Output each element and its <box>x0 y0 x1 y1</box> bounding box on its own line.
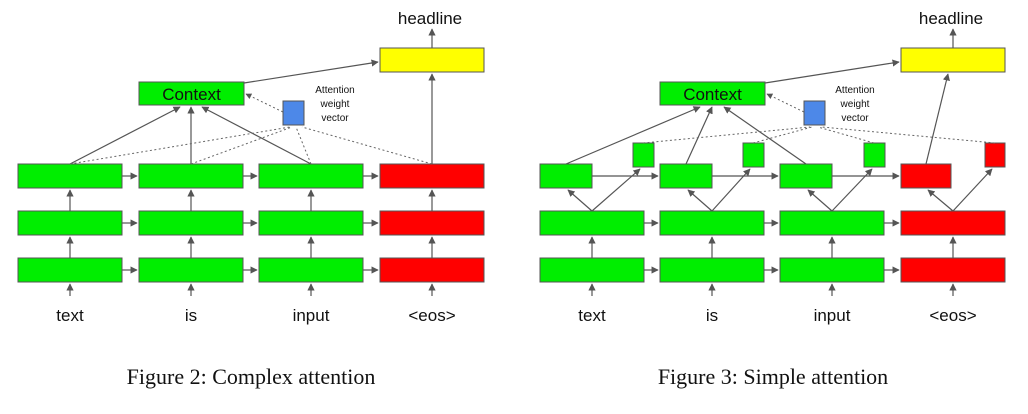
encoder-cell-l1-input <box>258 257 364 283</box>
input-token-is: is <box>706 306 718 325</box>
encoder-cell-l3-input <box>258 163 364 189</box>
attention-label-line2: weight <box>840 99 870 110</box>
decoder-cell-l1-eos <box>379 257 485 283</box>
encoder-cell-l3b-input <box>863 142 886 168</box>
headline-label: headline <box>919 9 983 28</box>
encoder-cell-l1-text <box>539 257 645 283</box>
decoder-cell-l2-eos <box>379 210 485 236</box>
context-box <box>659 81 766 106</box>
attention-label-line3: vector <box>841 113 869 124</box>
attention-label-line1: Attention <box>835 85 874 96</box>
headline-box <box>900 47 1006 73</box>
encoder-cell-l2-is <box>138 210 244 236</box>
encoder-cell-l2-text <box>539 210 645 236</box>
context-label: Context <box>683 85 742 104</box>
encoder-cell-l1-text <box>17 257 123 283</box>
input-token-input: input <box>814 306 851 325</box>
input-token-text: text <box>578 306 606 325</box>
encoder-cell-l1-is <box>659 257 765 283</box>
attention-label-line2: weight <box>320 99 350 110</box>
input-token-eos: <eos> <box>929 306 976 325</box>
input-token-text: text <box>56 306 84 325</box>
input-token-eos: <eos> <box>408 306 455 325</box>
encoder-cell-l3b-is <box>742 142 765 168</box>
encoder-cell-l3-is <box>138 163 244 189</box>
decoder-cell-l2-eos <box>900 210 1006 236</box>
encoder-cell-l3-text <box>17 163 123 189</box>
attention-weight-vector <box>282 100 305 126</box>
attention-weight-vector <box>803 100 826 126</box>
encoder-cell-l3a-text <box>539 163 593 189</box>
encoder-cell-l1-is <box>138 257 244 283</box>
context-box <box>138 81 245 106</box>
input-token-is: is <box>185 306 197 325</box>
encoder-cell-l3b-text <box>632 142 655 168</box>
headline-box <box>379 47 485 73</box>
encoder-cell-l1-input <box>779 257 885 283</box>
figure-3-caption: Figure 3: Simple attention <box>658 364 888 389</box>
attention-label-line3: vector <box>321 113 349 124</box>
encoder-cell-l2-is <box>659 210 765 236</box>
headline-label: headline <box>398 9 462 28</box>
decoder-cell-l3a-eos <box>900 163 952 189</box>
figure-simple-attention: Context Attention weight vector headline… <box>539 9 1006 389</box>
attention-label-line1: Attention <box>315 85 354 96</box>
encoder-cell-l2-input <box>779 210 885 236</box>
encoder-cell-l3a-input <box>779 163 833 189</box>
encoder-cell-l3a-is <box>659 163 713 189</box>
decoder-cell-l3b-eos <box>984 142 1006 168</box>
context-label: Context <box>162 85 221 104</box>
encoder-cell-l2-text <box>17 210 123 236</box>
input-token-input: input <box>293 306 330 325</box>
figure-2-caption: Figure 2: Complex attention <box>127 364 376 389</box>
decoder-cell-l3-eos <box>379 163 485 189</box>
decoder-cell-l1-eos <box>900 257 1006 283</box>
encoder-cell-l2-input <box>258 210 364 236</box>
figure-complex-attention: Context Attention weight vector headline… <box>17 9 485 389</box>
